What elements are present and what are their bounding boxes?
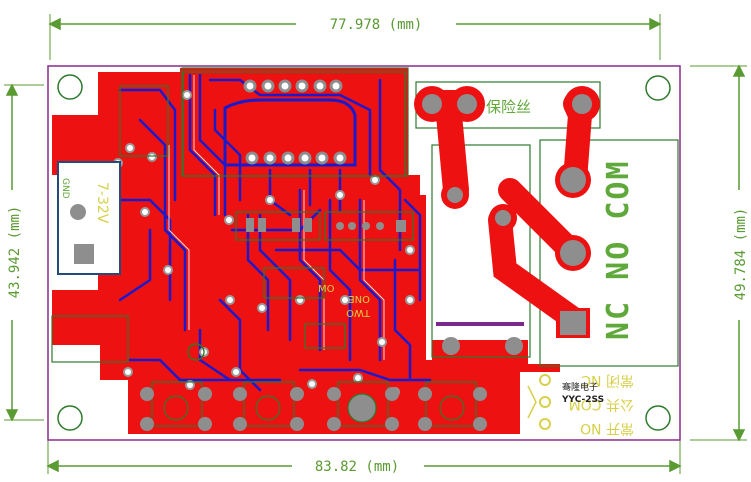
button-4 (418, 387, 487, 431)
fuse-label: 保险丝 (486, 98, 531, 116)
brand-label: 骞隆电子 (562, 381, 598, 393)
gnd-label: GND (60, 178, 70, 199)
silk-outlines (51, 67, 679, 427)
dimension-left-label: 43.942 (mm) (7, 206, 23, 299)
relay-pads (414, 86, 600, 355)
mounting-holes (57, 74, 671, 431)
mode-two-label: TWO (346, 307, 371, 318)
com-label: 公共 COM (569, 396, 634, 412)
button-1 (140, 387, 212, 431)
model-label: YYC-2SS (561, 395, 604, 405)
push-buttons (140, 387, 487, 431)
dimension-bottom-label: 83.82 (mm) (315, 459, 399, 475)
dc-jack: 7-32V GND (57, 161, 121, 275)
button-3 (327, 387, 399, 431)
mode-top-label: MO (318, 284, 335, 295)
power-label: 7-32V (94, 182, 110, 224)
nc-label: 常闭 NC (581, 372, 634, 388)
dimension-right-label: 49.784 (mm) (733, 208, 749, 301)
dimension-top-label: 77.978 (mm) (330, 17, 423, 33)
mode-one-label: ONE (348, 293, 370, 304)
smd-pads (246, 218, 406, 232)
led (187, 343, 205, 361)
relay-label-block: 常闭 NC 公共 COM 常开 NO 骞隆电子 YYC-2SS (527, 372, 634, 436)
mcu-area-text: MO ONE TWO (318, 284, 371, 318)
no-label: 常开 NO (580, 420, 634, 436)
terminal-label: NC NO COM (601, 159, 636, 340)
relay-bar (436, 322, 524, 326)
header-pins-top (243, 79, 347, 165)
button-2 (233, 387, 304, 431)
